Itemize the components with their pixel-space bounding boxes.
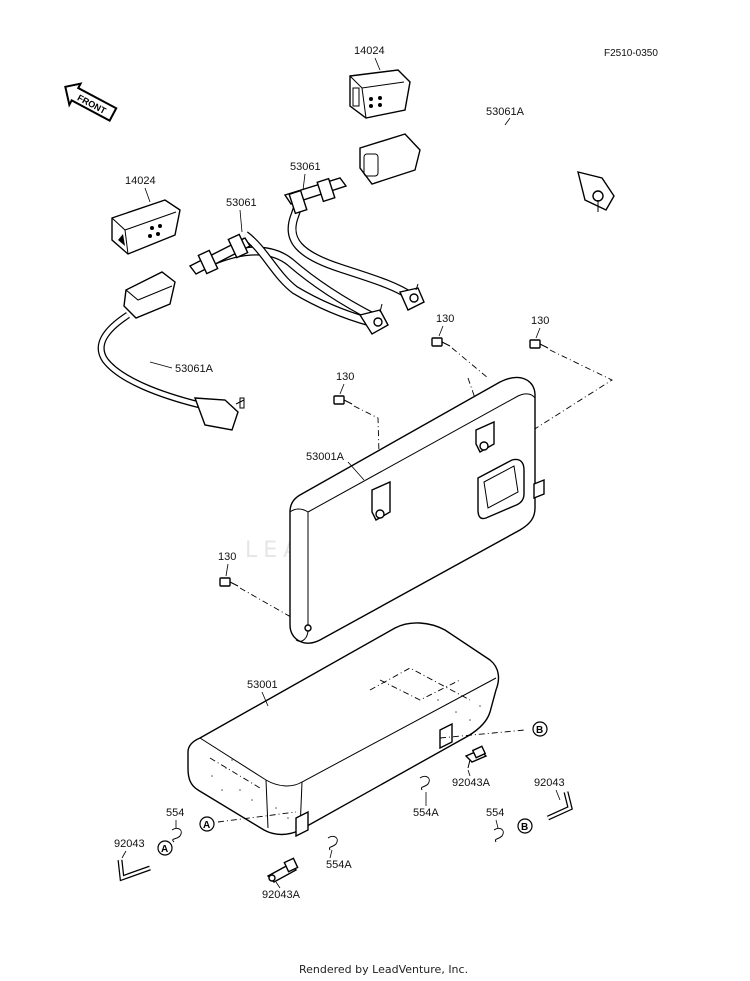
bolt-130-b bbox=[529, 339, 549, 349]
callout-92043-left: 92043 bbox=[114, 838, 145, 850]
callout-53061A-top: 53061A bbox=[486, 106, 525, 118]
figure-code: F2510-0350 bbox=[604, 48, 658, 59]
svg-text:A: A bbox=[203, 820, 210, 831]
bolt-130-c bbox=[333, 395, 353, 405]
part-53001A-seatback bbox=[289, 377, 545, 644]
bolt-130-a bbox=[431, 337, 451, 347]
clip-554A-bottom bbox=[327, 835, 338, 851]
callout-554-right: 554 bbox=[486, 807, 504, 819]
svg-text:A: A bbox=[161, 844, 168, 855]
front-arrow-icon: FRONT bbox=[64, 82, 118, 122]
footer-credit: Rendered by LeadVenture, Inc. bbox=[299, 963, 468, 976]
bolt-130-d bbox=[219, 577, 239, 587]
marker-B-upper: B bbox=[532, 721, 548, 737]
callout-14024-top: 14024 bbox=[354, 45, 385, 57]
marker-A-upper: A bbox=[199, 816, 215, 832]
callout-14024-left: 14024 bbox=[125, 175, 156, 187]
callout-130-b: 130 bbox=[531, 315, 549, 327]
callout-53061-a: 53061 bbox=[290, 161, 321, 173]
clip-554A-right bbox=[419, 775, 430, 791]
clip-554-left bbox=[171, 827, 182, 843]
pin-92043-left bbox=[117, 859, 151, 882]
pin-92043A-bottom bbox=[266, 857, 299, 883]
part-53001-seatbase bbox=[187, 622, 500, 838]
callout-92043A-right: 92043A bbox=[452, 777, 491, 789]
callout-554A-right: 554A bbox=[413, 807, 439, 819]
callout-130-a: 130 bbox=[436, 313, 454, 325]
svg-text:B: B bbox=[536, 725, 543, 736]
callout-53001: 53001 bbox=[247, 679, 278, 691]
callout-53001A: 53001A bbox=[306, 451, 345, 463]
part-53061-harness bbox=[188, 177, 425, 335]
clip-554-right bbox=[493, 827, 504, 843]
callout-554-left: 554 bbox=[166, 807, 184, 819]
callout-554A-bottom: 554A bbox=[326, 859, 352, 871]
svg-text:B: B bbox=[521, 822, 528, 833]
part-53061A-left bbox=[97, 271, 245, 431]
marker-B-lower: B bbox=[517, 818, 533, 834]
callout-53061-b: 53061 bbox=[226, 197, 257, 209]
callout-130-c: 130 bbox=[336, 371, 354, 383]
callout-92043-right: 92043 bbox=[534, 777, 565, 789]
marker-A-lower: A bbox=[157, 840, 173, 856]
callout-53061A-left: 53061A bbox=[175, 363, 214, 375]
part-14024-top bbox=[349, 69, 411, 119]
pin-92043-right bbox=[546, 791, 573, 821]
callout-130-d: 130 bbox=[218, 551, 236, 563]
part-14024-left bbox=[111, 199, 181, 255]
part-53061A-top bbox=[359, 117, 615, 212]
callout-92043A-bottom: 92043A bbox=[262, 889, 301, 901]
pin-92043A-right bbox=[464, 745, 488, 769]
